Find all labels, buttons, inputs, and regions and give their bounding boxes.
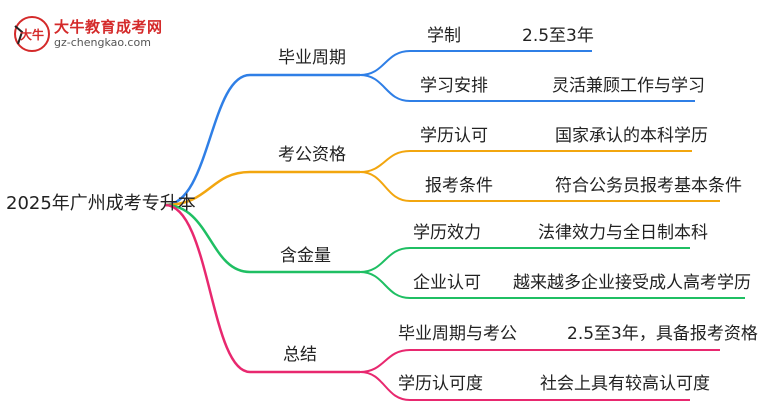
branch-3-leaf-1-key: 学历效力 [413,223,481,243]
branch-4-leaf-2-key: 学历认可度 [398,374,483,394]
branch-3-leaf-1-value: 法律效力与全日制本科 [538,223,708,243]
connector-branch-2-leaf-1 [359,150,692,173]
branch-1-label: 毕业周期 [278,48,346,68]
connector-root-branch-4 [164,203,360,374]
brand-title: 大牛教育成考网 [54,18,163,36]
branch-4-label: 总结 [283,345,317,365]
branch-4-leaf-2-value: 社会上具有较高认可度 [540,374,710,394]
brand-mark-icon: 大牛 [14,16,50,52]
branch-2-leaf-2-key: 报考条件 [425,176,493,196]
connector-branch-2-leaf-2 [359,171,720,202]
connector-branch-3-leaf-2 [359,271,745,299]
branch-2-leaf-1-value: 国家承认的本科学历 [555,126,708,146]
connector-branch-4-leaf-2 [359,371,690,401]
connector-branch-3-leaf-1 [359,247,690,273]
branch-3-leaf-2-value: 越来越多企业接受成人高考学历 [513,273,751,293]
connector-branch-1-leaf-1 [359,50,592,76]
branch-1-leaf-2-key: 学习安排 [420,76,488,96]
brand-mark-text: 大牛 [20,27,44,42]
branch-2-leaf-2-value: 符合公务员报考基本条件 [555,176,742,196]
branch-2-leaf-1-key: 学历认可 [420,126,488,146]
connector-branch-4-leaf-1 [359,349,720,373]
branch-1-leaf-2-value: 灵活兼顾工作与学习 [552,76,705,96]
brand-logo: 大牛 大牛教育成考网 gz-chengkao.com [10,14,170,54]
branch-3-label: 含金量 [280,246,331,266]
branch-4-leaf-1-key: 毕业周期与考公 [398,324,517,344]
branch-1-leaf-1-value: 2.5至3年 [522,26,594,46]
branch-2-label: 考公资格 [278,145,346,165]
connector-root-branch-2 [164,170,360,207]
connector-branch-1-leaf-2 [359,74,695,102]
brand-url: gz-chengkao.com [54,36,151,49]
branch-3-leaf-2-key: 企业认可 [413,273,481,293]
branch-1-leaf-1-key: 学制 [427,26,461,46]
root-topic: 2025年广州成考专升本 [6,193,196,214]
connector-root-branch-3 [164,203,360,274]
connector-root-branch-1 [164,73,360,207]
branch-4-leaf-1-value: 2.5至3年，具备报考资格 [567,324,758,344]
